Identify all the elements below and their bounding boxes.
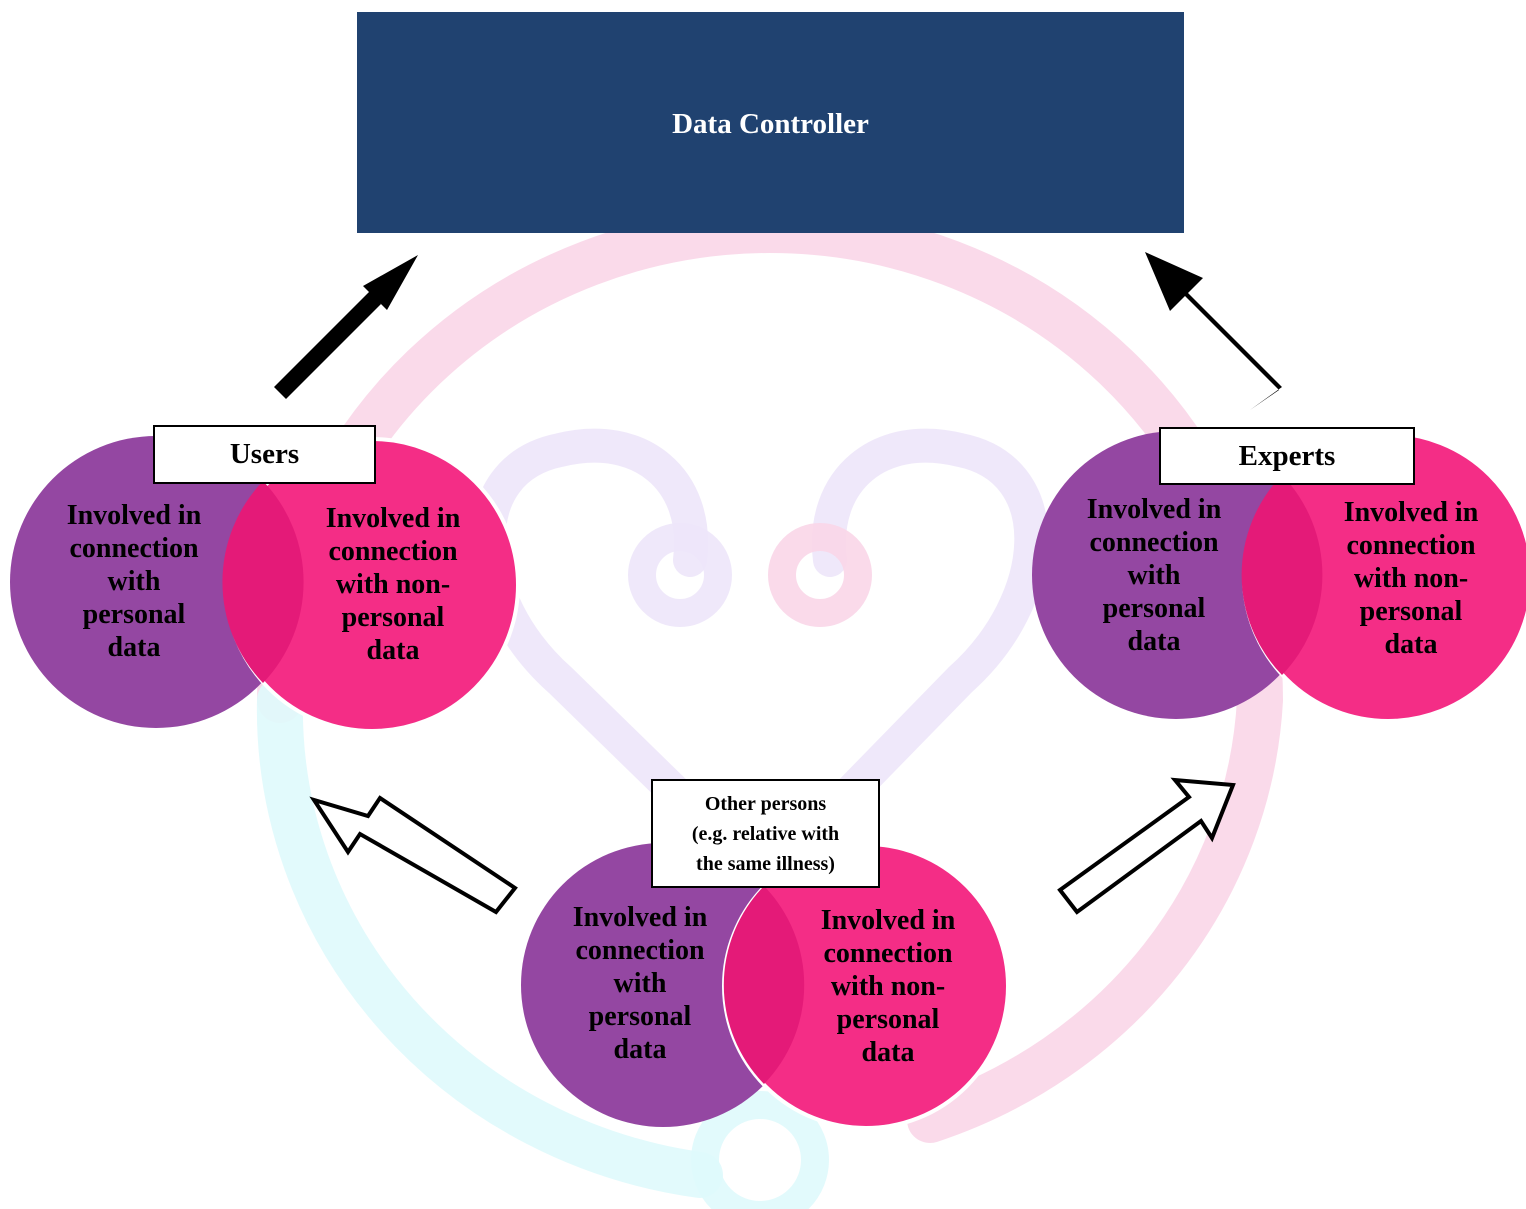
- experts-title: Experts: [1238, 439, 1336, 472]
- watermark-ring-bottom: [691, 1091, 829, 1209]
- users-venn: [10, 436, 520, 733]
- experts-title-box: Experts: [1159, 427, 1415, 485]
- watermark-ring-cyan: [256, 677, 723, 1198]
- others-venn: [521, 842, 1010, 1130]
- others-personal-circle: [521, 843, 805, 1127]
- arrow-experts-to-controller: [1145, 252, 1282, 410]
- experts-personal-circle: [1032, 431, 1320, 719]
- watermark-logo: [256, 207, 1284, 1209]
- others-title-box: Other persons (e.g. relative with the sa…: [651, 779, 880, 888]
- watermark-ring-pink: [257, 207, 1284, 1143]
- users-personal-circle: [10, 436, 302, 728]
- others-overlap: [723, 886, 805, 1084]
- experts-overlap: [1241, 475, 1323, 675]
- watermark-heart-curl-right: [768, 523, 872, 627]
- others-personal-text: Involved in connection with personal dat…: [572, 902, 708, 1065]
- arrow-others-to-experts: [1057, 777, 1236, 915]
- users-title-box: Users: [153, 425, 376, 484]
- others-nonpersonal-text: Involved in connection with non- persona…: [820, 905, 956, 1068]
- experts-nonpersonal-text: Involved in connection with non- persona…: [1343, 497, 1479, 660]
- users-title: Users: [229, 438, 300, 470]
- arrow-others-to-users: [309, 795, 518, 915]
- watermark-heart-curl-left: [628, 523, 732, 627]
- others-title: Other persons (e.g. relative with the sa…: [691, 792, 840, 875]
- experts-venn: [1032, 431, 1526, 723]
- users-personal-text: Involved in connection with personal dat…: [66, 500, 202, 663]
- data-controller-box: Data Controller: [357, 12, 1184, 233]
- experts-personal-text: Involved in connection with personal dat…: [1086, 494, 1222, 657]
- users-overlap: [222, 481, 304, 683]
- data-controller-label: Data Controller: [672, 108, 869, 140]
- users-nonpersonal-text: Involved in connection with non- persona…: [325, 503, 461, 666]
- arrow-users-to-controller: [274, 255, 418, 409]
- controller-box-fill: [357, 12, 1184, 233]
